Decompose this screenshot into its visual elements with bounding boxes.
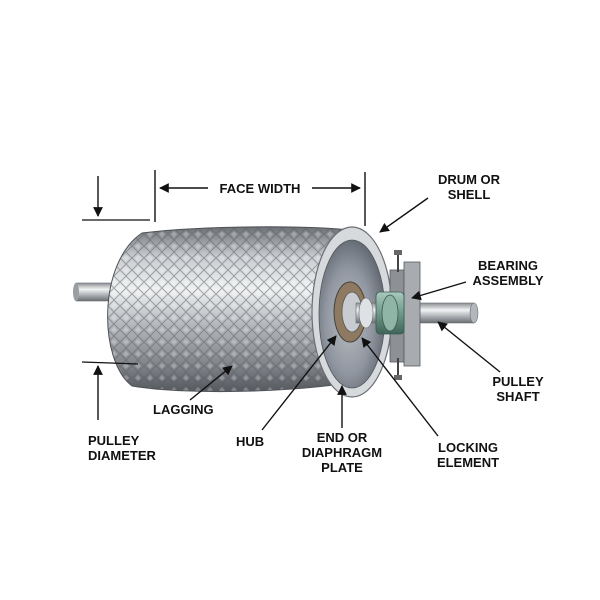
label-locking-element: LOCKING ELEMENT (436, 440, 500, 470)
label-drum-or-shell: DRUM OR SHELL (437, 172, 501, 202)
label-face-width: FACE WIDTH (219, 181, 301, 196)
label-bearing-assembly: BEARING ASSEMBLY (472, 258, 544, 288)
leader-lagging (189, 365, 233, 401)
drum-body (107, 226, 373, 393)
leader-locking (361, 337, 439, 437)
label-pulley-diameter: PULLEY DIAMETER (88, 433, 156, 463)
label-lagging: LAGGING (153, 402, 214, 417)
shaft-collar (358, 297, 374, 329)
diameter-ext-bottom (81, 361, 139, 365)
shaft-left-end (73, 283, 79, 301)
leader-drum (379, 197, 429, 233)
shaft-right-end (469, 302, 479, 324)
leader-bearing (411, 281, 467, 301)
label-hub: HUB (236, 434, 265, 449)
label-pulley-shaft: PULLEY SHAFT (492, 374, 544, 404)
leader-shaft (437, 321, 501, 373)
leader-hub (261, 335, 337, 431)
bearing-assembly (375, 250, 421, 380)
label-end-or-diaphragm-plate: END OR DIAPHRAGM PLATE (301, 430, 383, 475)
